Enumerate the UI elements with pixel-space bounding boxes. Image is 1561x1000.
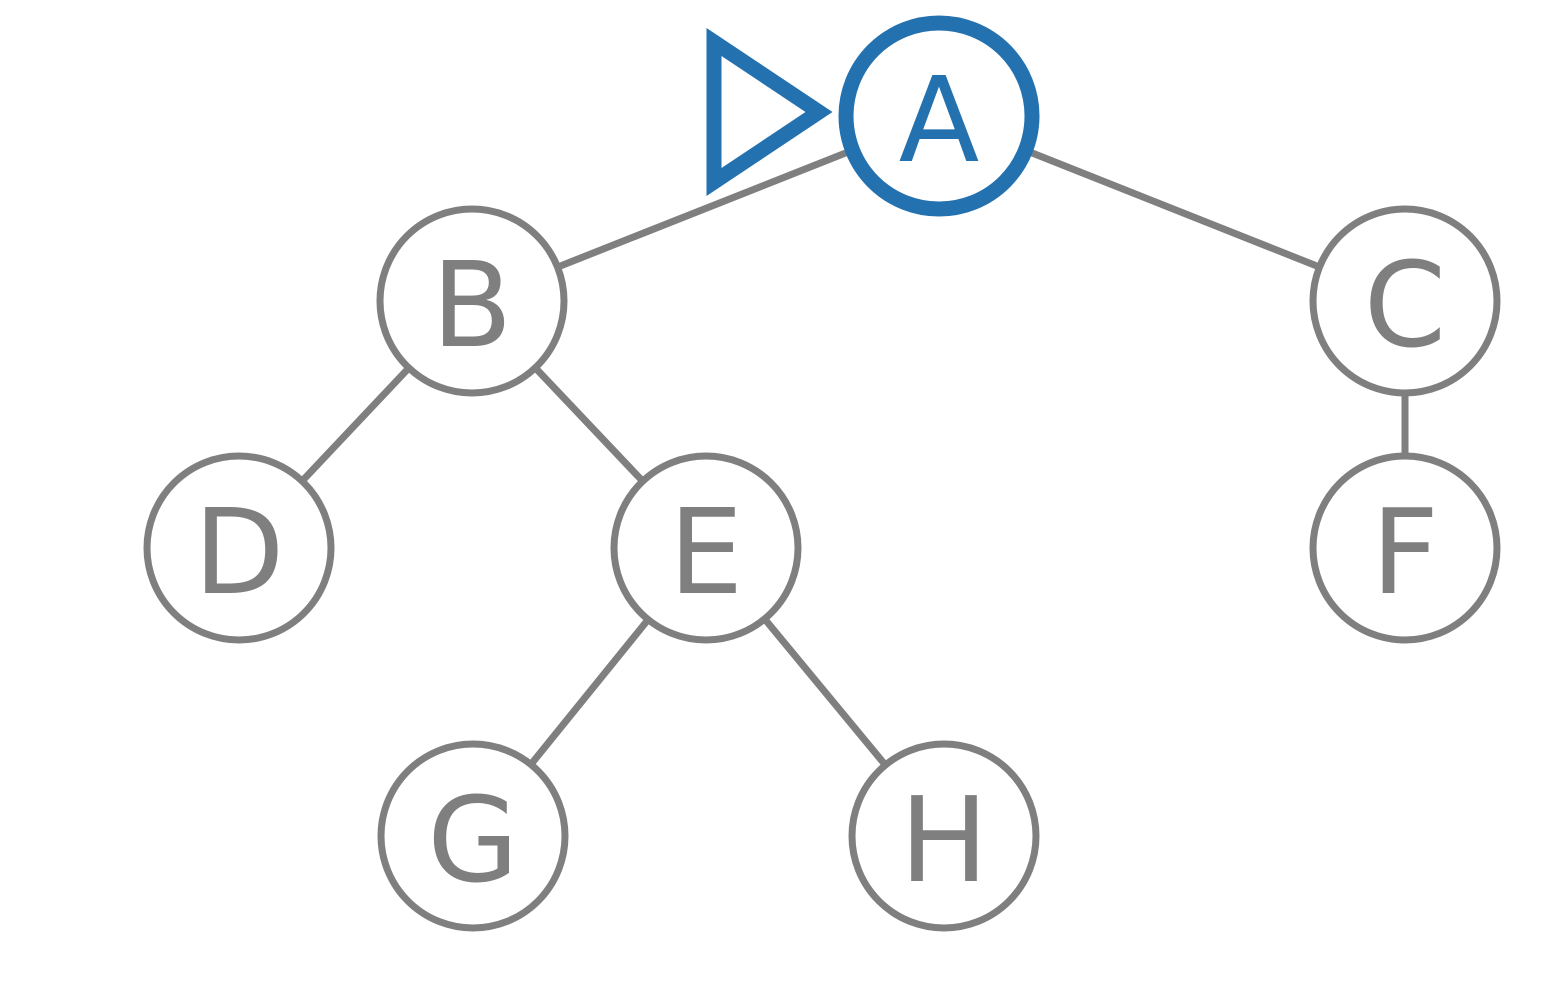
node-label-h: H bbox=[900, 771, 989, 909]
node-label-c: C bbox=[1364, 236, 1446, 374]
node-circle-h bbox=[848, 740, 1040, 932]
node-circle-f bbox=[1309, 452, 1501, 644]
node-e: E bbox=[610, 452, 802, 644]
node-g: G bbox=[377, 740, 569, 932]
node-f: F bbox=[1309, 452, 1501, 644]
node-label-a: A bbox=[899, 51, 980, 189]
node-circle-e bbox=[610, 452, 802, 644]
node-label-d: D bbox=[194, 483, 285, 621]
nodes-group: A B C D E F G H bbox=[143, 15, 1501, 932]
node-circle-c bbox=[1309, 205, 1501, 397]
node-h: H bbox=[848, 740, 1040, 932]
node-d: D bbox=[143, 452, 335, 644]
node-label-f: F bbox=[1371, 483, 1439, 621]
node-circle-g bbox=[377, 740, 569, 932]
edges-group bbox=[236, 112, 1409, 839]
node-b: B bbox=[376, 205, 568, 397]
node-circle-d bbox=[143, 452, 335, 644]
node-c: C bbox=[1309, 205, 1501, 397]
triangle-pointer-icon bbox=[706, 27, 833, 197]
node-label-e: E bbox=[669, 483, 744, 621]
node-a: A bbox=[838, 15, 1040, 217]
node-label-g: G bbox=[427, 771, 518, 909]
node-circle-b bbox=[376, 205, 568, 397]
node-circle-a bbox=[838, 15, 1040, 217]
node-label-b: B bbox=[432, 236, 513, 374]
